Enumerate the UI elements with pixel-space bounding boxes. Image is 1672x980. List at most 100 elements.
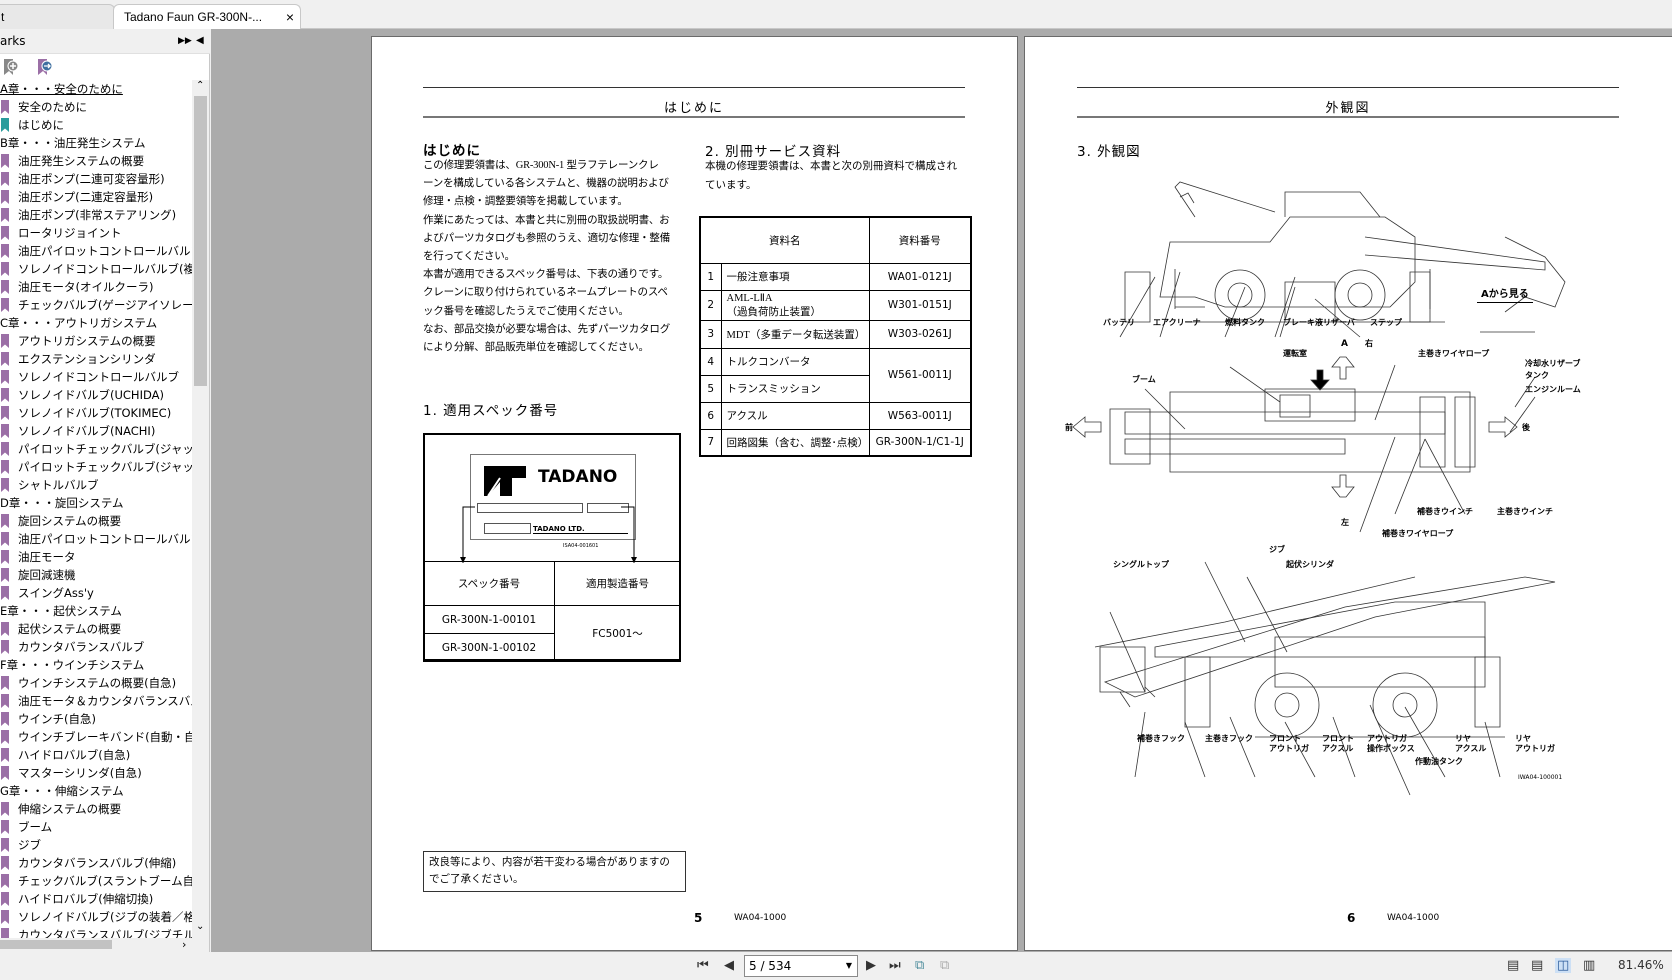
single-page-view-icon[interactable]: ▤ [1507, 958, 1520, 973]
scroll-down-icon[interactable]: ⌄ [196, 921, 205, 932]
bookmark-chapter[interactable]: D章・・・旋回システム [0, 494, 192, 512]
bookmark-item[interactable]: ソレノイドコントロールバルブ [0, 368, 192, 386]
bookmark-item[interactable]: 起伏システムの概要 [0, 620, 192, 638]
bookmark-item[interactable]: エクステンションシリンダ [0, 350, 192, 368]
bookmark-item[interactable]: シャトルバルブ [0, 476, 192, 494]
page-number-input[interactable]: 5 / 534▼ [744, 955, 858, 977]
collapse-panel-icon[interactable]: ◀ [196, 35, 204, 46]
bookmark-item[interactable]: スイングAss'y [0, 584, 192, 602]
bookmark-item[interactable]: ソレノイドバルブ(TOKIMEC) [0, 404, 192, 422]
next-page-icon[interactable]: ▶ [866, 958, 876, 973]
bookmark-chapter[interactable]: A章・・・安全のために [0, 80, 192, 98]
bookmark-item[interactable]: 油圧モータ＆カウンタバランスバルブ(自 [0, 692, 192, 710]
bookmark-item[interactable]: 旋回減速機 [0, 566, 192, 584]
continuous-view-icon[interactable]: ▤ [1531, 958, 1544, 973]
bookmark-icon [1, 478, 9, 492]
bookmark-item[interactable]: はじめに [0, 116, 192, 134]
bookmark-icon [1, 460, 9, 474]
tab-tadano-document[interactable]: Tadano Faun GR-300N-...× [113, 4, 301, 29]
bookmark-icon [1, 388, 9, 402]
bookmark-item[interactable]: チェックバルブ(ゲージアイソレータ) [0, 296, 192, 314]
bookmark-item[interactable]: 油圧パイロットコントロールバルブ [0, 530, 192, 548]
bookmark-label: C章・・・アウトリガシステム [0, 316, 158, 330]
bookmark-item[interactable]: ウインチシステムの概要(自急) [0, 674, 192, 692]
close-tab-icon[interactable]: × [285, 9, 294, 25]
add-bookmark-icon[interactable] [3, 58, 19, 76]
bookmark-item[interactable]: 伸縮システムの概要 [0, 800, 192, 818]
facing-view-icon[interactable]: ◫ [1555, 958, 1572, 973]
bookmark-item[interactable]: パイロットチェックバルブ(ジャッキ／スラ [0, 458, 192, 476]
expand-panel-icon[interactable]: ▶▶ [178, 36, 192, 46]
bookmark-item[interactable]: 油圧ポンプ(二連可変容量形) [0, 170, 192, 188]
page-header-title: はじめに [663, 101, 724, 116]
bookmark-item[interactable]: ソレノイドバルブ(ジブの装着／格納) [0, 908, 192, 926]
bookmark-icon [1, 694, 9, 708]
bookmarks-header: arks ▶▶ ◀ [0, 29, 210, 54]
bookmark-item[interactable]: ブーム [0, 818, 192, 836]
bookmark-item[interactable]: ハイドロバルブ(自急) [0, 746, 192, 764]
bookmark-item[interactable]: チェックバルブ(スラントブーム自然伸長 [0, 872, 192, 890]
bookmark-item[interactable]: 油圧ポンプ(非常ステアリング) [0, 206, 192, 224]
scrollbar-thumb[interactable] [194, 96, 207, 386]
bookmark-icon [1, 910, 9, 924]
label-right: 右 [1365, 339, 1373, 348]
label-engine-room: エンジンルーム [1525, 385, 1581, 394]
intro-paragraph: この修理要領書は、GR-300N-1 型ラフテレーンクレーンを構成している各シス… [423, 157, 693, 357]
go-to-bookmark-icon[interactable] [37, 58, 53, 76]
bookmark-item[interactable]: ウインチブレーキバンド(自動・自急) [0, 728, 192, 746]
bookmark-item[interactable]: カウンタバランスバルブ(伸縮) [0, 854, 192, 872]
bookmark-chapter[interactable]: B章・・・油圧発生システム [0, 134, 192, 152]
bookmark-item[interactable]: ソレノイドコントロールバルブ(複合弁) [0, 260, 192, 278]
bookmark-item[interactable]: パイロットチェックバルブ(ジャッキ縮小防 [0, 440, 192, 458]
label-derrick-cylinder: 起伏シリンダ [1286, 560, 1334, 569]
bookmark-item[interactable]: ジブ [0, 836, 192, 854]
bookmark-item[interactable]: マスターシリンダ(自急) [0, 764, 192, 782]
bookmark-chapter[interactable]: G章・・・伸縮システム [0, 782, 192, 800]
bookmark-item[interactable]: 安全のために [0, 98, 192, 116]
bookmark-item[interactable]: カウンタバランスバルブ(ジブチルトシリン [0, 926, 192, 938]
bookmark-item[interactable]: アウトリガシステムの概要 [0, 332, 192, 350]
bookmark-label: E章・・・起伏システム [0, 604, 122, 618]
bookmark-chapter[interactable]: F章・・・ウインチシステム [0, 656, 192, 674]
bookmark-icon [1, 676, 9, 690]
bookmark-item[interactable]: 油圧モータ(オイルクーラ) [0, 278, 192, 296]
bookmark-item[interactable]: ハイドロバルブ(伸縮切換) [0, 890, 192, 908]
bookmark-item[interactable]: 油圧パイロットコントロールバルブ [0, 242, 192, 260]
bookmark-item[interactable]: ウインチ(自急) [0, 710, 192, 728]
horizontal-scrollbar[interactable]: › [0, 938, 209, 952]
tab-previous-document[interactable]: t [0, 4, 115, 29]
bookmark-item[interactable]: カウンタバランスバルブ [0, 638, 192, 656]
bookmark-item[interactable]: 油圧モータ [0, 548, 192, 566]
previous-page-icon[interactable]: ◀ [724, 958, 734, 973]
last-page-icon[interactable]: ⏭ [889, 958, 901, 973]
bookmark-item[interactable]: 油圧発生システムの概要 [0, 152, 192, 170]
scroll-right-icon[interactable]: › [182, 938, 187, 951]
doc-code: WA04-1000 [734, 913, 787, 923]
tab-label: t [1, 10, 5, 24]
bookmark-chapter[interactable]: E章・・・起伏システム [0, 602, 192, 620]
material-code: W303-0261J [868, 319, 972, 349]
continuous-facing-view-icon[interactable]: ▥ [1583, 958, 1596, 973]
service-section-title: 2. 別冊サービス資料 [705, 144, 842, 160]
first-page-icon[interactable]: ⏮ [697, 958, 709, 973]
zoom-level[interactable]: 81.46% [1618, 958, 1664, 972]
bookmark-label: ハイドロバルブ(伸縮切換) [18, 892, 154, 906]
previous-view-icon[interactable]: ⧉ [915, 958, 925, 973]
bookmark-item[interactable]: ロータリジョイント [0, 224, 192, 242]
bookmark-item[interactable]: ソレノイドバルブ(UCHIDA) [0, 386, 192, 404]
bookmark-label: はじめに [18, 118, 64, 132]
bookmark-chapter[interactable]: C章・・・アウトリガシステム [0, 314, 192, 332]
next-view-icon[interactable]: ⧉ [940, 958, 950, 973]
scrollbar-thumb[interactable] [0, 940, 112, 949]
scroll-up-icon[interactable]: ⌃ [196, 80, 205, 91]
dropdown-arrow-icon[interactable]: ▼ [845, 961, 852, 970]
bookmark-icon [1, 100, 9, 114]
bookmark-item[interactable]: ソレノイドバルブ(NACHI) [0, 422, 192, 440]
label-rear-outrigger: リヤアウトリガ [1515, 734, 1555, 753]
label-a: A [1341, 339, 1348, 349]
bookmark-icon [1, 442, 9, 456]
vertical-scrollbar[interactable]: ⌃ ⌄ [192, 80, 209, 938]
bookmark-item[interactable]: 油圧ポンプ(二連定容量形) [0, 188, 192, 206]
crane-side-view [1119, 181, 1566, 338]
bookmark-item[interactable]: 旋回システムの概要 [0, 512, 192, 530]
